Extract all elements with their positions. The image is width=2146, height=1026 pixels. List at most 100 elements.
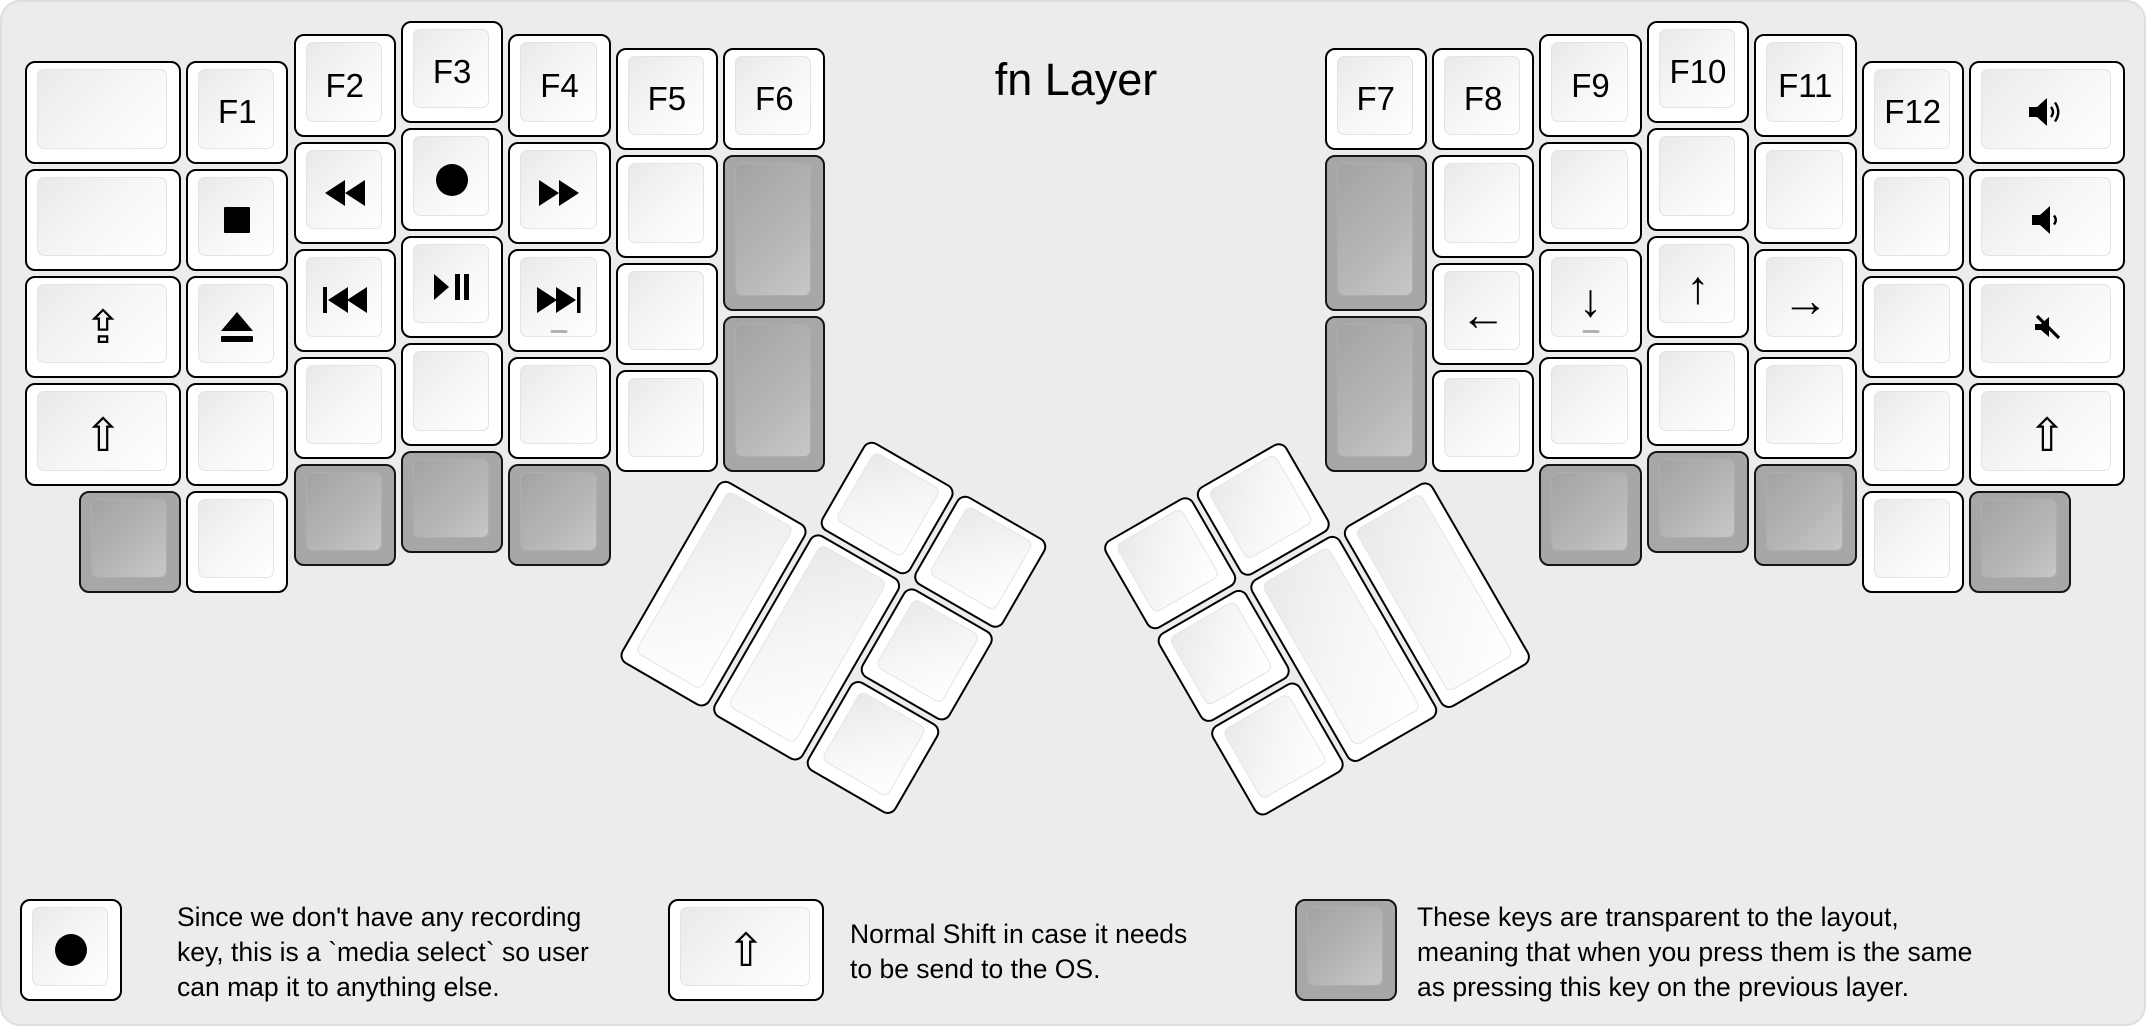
key-blank[interactable] bbox=[400, 343, 504, 446]
key-f7[interactable]: F7 bbox=[1324, 47, 1427, 151]
key-play-pause[interactable] bbox=[400, 235, 504, 339]
key-legend bbox=[403, 453, 501, 551]
key-transparent[interactable] bbox=[400, 450, 504, 553]
key-transparent[interactable] bbox=[78, 490, 182, 594]
key-blank[interactable] bbox=[1861, 383, 1964, 486]
key-transparent[interactable] bbox=[508, 464, 611, 567]
key-blank[interactable] bbox=[186, 490, 289, 594]
keycap-top bbox=[1551, 42, 1628, 122]
key-arrow-left[interactable]: ← bbox=[1431, 262, 1535, 366]
key-mute[interactable] bbox=[1968, 276, 2126, 379]
key-prev-track[interactable] bbox=[293, 249, 396, 352]
key-f4[interactable]: F4 bbox=[508, 34, 611, 137]
key-transparent[interactable] bbox=[1324, 155, 1427, 312]
key-blank[interactable] bbox=[1539, 141, 1642, 245]
key-arrow-up[interactable]: ↑ bbox=[1646, 235, 1750, 339]
key-volume-down[interactable] bbox=[1968, 168, 2126, 272]
key-label: F10 bbox=[1669, 53, 1727, 91]
key-f12[interactable]: F12 bbox=[1861, 61, 1964, 164]
key-legend bbox=[22, 901, 120, 999]
key-f6[interactable]: F6 bbox=[723, 47, 826, 151]
key-caps-lock[interactable]: ⇪ bbox=[25, 276, 182, 379]
key-legend bbox=[1971, 278, 2123, 376]
key-shift-right[interactable]: ⇧ bbox=[1968, 383, 2126, 486]
key-eject[interactable] bbox=[186, 276, 289, 379]
homing-dash bbox=[550, 329, 568, 333]
key-arrow-right[interactable]: → bbox=[1754, 249, 1857, 352]
key-f5[interactable]: F5 bbox=[615, 47, 719, 151]
key-f10[interactable]: F10 bbox=[1646, 21, 1750, 124]
key-f1[interactable]: F1 bbox=[186, 61, 289, 164]
record-icon bbox=[436, 163, 469, 196]
shift-icon: ⇧ bbox=[2027, 408, 2067, 461]
keycap-top bbox=[680, 907, 811, 987]
key-blank[interactable] bbox=[1861, 276, 1964, 379]
keycap-top bbox=[1443, 378, 1521, 458]
key-record[interactable] bbox=[400, 128, 504, 231]
key-f9[interactable]: F9 bbox=[1539, 34, 1642, 137]
key-blank[interactable] bbox=[1646, 128, 1750, 231]
key-legend bbox=[27, 63, 179, 161]
key-blank[interactable] bbox=[615, 262, 719, 366]
key-blank[interactable] bbox=[1754, 356, 1857, 460]
key-blank[interactable] bbox=[615, 155, 719, 258]
key-legend bbox=[1297, 901, 1395, 999]
key-transparent[interactable] bbox=[1754, 464, 1857, 567]
key-blank[interactable] bbox=[1539, 356, 1642, 460]
key-transparent[interactable] bbox=[1539, 464, 1642, 567]
key-volume-up[interactable] bbox=[1968, 61, 2126, 164]
keycap-top bbox=[1766, 472, 1843, 552]
key-shift-left[interactable]: ⇧ bbox=[25, 383, 182, 486]
key-transparent[interactable] bbox=[1646, 450, 1750, 553]
key-blank[interactable] bbox=[1431, 370, 1535, 473]
key-f2[interactable]: F2 bbox=[293, 34, 396, 137]
key-legend bbox=[510, 359, 608, 457]
key-transparent[interactable] bbox=[293, 464, 396, 567]
arrow-left-icon: ← bbox=[1460, 287, 1507, 340]
key-f3[interactable]: F3 bbox=[400, 21, 504, 124]
keycap-top bbox=[1873, 69, 1950, 149]
key-blank[interactable] bbox=[1861, 168, 1964, 272]
prev-track-icon bbox=[322, 287, 367, 314]
keycap-top bbox=[1443, 55, 1521, 136]
key-legend: ⇧ bbox=[1971, 385, 2123, 483]
key-legend bbox=[1756, 466, 1854, 564]
key-label: F12 bbox=[1884, 93, 1942, 131]
key-transparent[interactable] bbox=[1324, 316, 1427, 473]
key-f11[interactable]: F11 bbox=[1754, 34, 1857, 137]
key-transparent[interactable] bbox=[723, 316, 826, 473]
key-blank[interactable] bbox=[1861, 490, 1964, 594]
keycap-top bbox=[1873, 284, 1950, 364]
key-f8[interactable]: F8 bbox=[1431, 47, 1535, 151]
key-label: F5 bbox=[647, 80, 687, 118]
key-arrow-down[interactable]: ↓ bbox=[1539, 249, 1642, 352]
key-blank[interactable] bbox=[293, 356, 396, 460]
key-transparent[interactable] bbox=[723, 155, 826, 312]
key-blank[interactable] bbox=[1646, 343, 1750, 446]
key-legend: ⇪ bbox=[27, 278, 179, 376]
key-legend bbox=[403, 130, 501, 228]
key-legend bbox=[1971, 493, 2069, 591]
key-stop[interactable] bbox=[186, 168, 289, 272]
key-blank[interactable] bbox=[1754, 141, 1857, 245]
keycap-top bbox=[1766, 257, 1843, 337]
key-blank[interactable] bbox=[508, 356, 611, 460]
key-rewind[interactable] bbox=[293, 141, 396, 245]
key-label: F3 bbox=[432, 53, 472, 91]
key-fast-forward[interactable] bbox=[508, 141, 611, 245]
play-pause-icon bbox=[434, 273, 470, 300]
key-next-track[interactable] bbox=[508, 249, 611, 352]
key-legend: F4 bbox=[510, 36, 608, 134]
key-blank[interactable] bbox=[615, 370, 719, 473]
caption-line: as pressing this key on the previous lay… bbox=[1417, 971, 1909, 1002]
key-blank[interactable] bbox=[25, 61, 182, 164]
key-blank[interactable] bbox=[186, 383, 289, 486]
stop-icon bbox=[224, 206, 251, 233]
key-blank[interactable] bbox=[25, 168, 182, 272]
keycap-top bbox=[1766, 149, 1843, 230]
key-transparent[interactable] bbox=[1968, 490, 2072, 594]
key-blank[interactable] bbox=[1431, 155, 1535, 258]
keycap-top bbox=[520, 472, 597, 552]
keycap-top bbox=[1336, 324, 1413, 458]
